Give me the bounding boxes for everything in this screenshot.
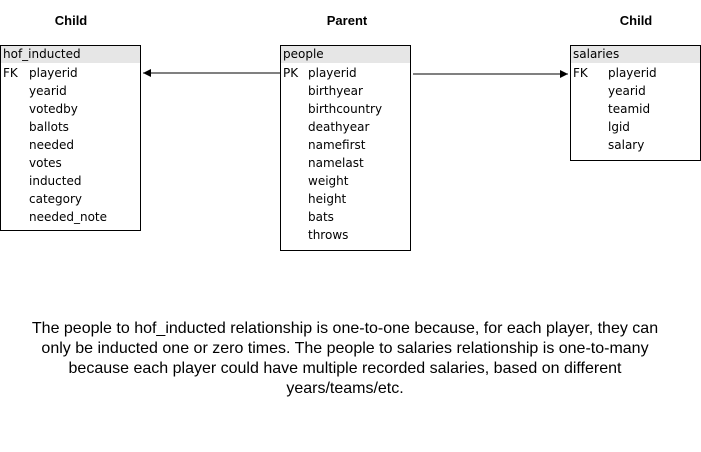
field-name: yearid	[29, 84, 67, 98]
field-row[interactable]: votedby	[1, 100, 140, 118]
field-name: teamid	[608, 102, 651, 116]
field-name: playerid	[308, 66, 357, 80]
field-row[interactable]: inducted	[1, 172, 140, 190]
field-row[interactable]: namelast	[281, 154, 410, 172]
field-row[interactable]: height	[281, 190, 410, 208]
field-name: weight	[308, 174, 349, 188]
field-row[interactable]: birthyear	[281, 82, 410, 100]
field-row[interactable]: needed	[1, 136, 140, 154]
field-row[interactable]: deathyear	[281, 118, 410, 136]
field-name: needed_note	[29, 210, 108, 224]
field-name: namefirst	[308, 138, 366, 152]
field-name: yearid	[608, 84, 646, 98]
salaries-table-name: salaries	[571, 46, 700, 63]
field-name: birthyear	[308, 84, 363, 98]
field-row[interactable]: PK playerid	[281, 64, 410, 82]
hof-inducted-table[interactable]: hof_inducted FK playerid yearid votedby ball…	[0, 45, 141, 231]
people-table[interactable]: people PK playerid birthyear birthcountry de…	[280, 45, 411, 251]
field-row[interactable]: FK playerid	[571, 64, 700, 82]
field-name: votes	[29, 156, 62, 170]
key-marker: FK	[573, 66, 588, 80]
child-heading-right: Child	[619, 13, 653, 28]
people-table-name: people	[281, 46, 410, 63]
field-name: ballots	[29, 120, 69, 134]
key-marker: PK	[283, 66, 299, 80]
field-name: salary	[608, 138, 645, 152]
field-name: throws	[308, 228, 349, 242]
field-row[interactable]: weight	[281, 172, 410, 190]
field-name: playerid	[608, 66, 657, 80]
field-name: namelast	[308, 156, 364, 170]
field-row[interactable]: namefirst	[281, 136, 410, 154]
salaries-table[interactable]: salaries FK playerid yearid teamid lgid salar…	[570, 45, 701, 161]
field-name: playerid	[29, 66, 78, 80]
relationship-explanation: The people to hof_inducted relationship …	[31, 320, 659, 397]
salaries-fields: FK playerid yearid teamid lgid salary	[571, 63, 700, 154]
child-heading-left: Child	[54, 13, 88, 28]
key-marker: FK	[3, 66, 18, 80]
parent-heading: Parent	[326, 13, 368, 28]
people-fields: PK playerid birthyear birthcountry deathyear…	[281, 63, 410, 244]
field-name: birthcountry	[308, 102, 383, 116]
field-name: category	[29, 192, 83, 206]
field-row[interactable]: needed_note	[1, 208, 140, 226]
hof-inducted-fields: FK playerid yearid votedby ballots needed vote…	[1, 63, 140, 226]
field-row[interactable]: throws	[281, 226, 410, 244]
field-row[interactable]: yearid	[1, 82, 140, 100]
field-name: lgid	[608, 120, 630, 134]
field-row[interactable]: yearid	[571, 82, 700, 100]
field-name: needed	[29, 138, 74, 152]
field-row[interactable]: birthcountry	[281, 100, 410, 118]
field-row[interactable]: bats	[281, 208, 410, 226]
field-row[interactable]: teamid	[571, 100, 700, 118]
field-row[interactable]: salary	[571, 136, 700, 154]
field-name: votedby	[29, 102, 78, 116]
field-row[interactable]: ballots	[1, 118, 140, 136]
field-name: bats	[308, 210, 334, 224]
field-name: deathyear	[308, 120, 370, 134]
field-name: height	[308, 192, 347, 206]
field-row[interactable]: lgid	[571, 118, 700, 136]
field-name: inducted	[29, 174, 82, 188]
field-row[interactable]: FK playerid	[1, 64, 140, 82]
field-row[interactable]: votes	[1, 154, 140, 172]
field-row[interactable]: category	[1, 190, 140, 208]
hof-inducted-table-name: hof_inducted	[1, 46, 140, 63]
